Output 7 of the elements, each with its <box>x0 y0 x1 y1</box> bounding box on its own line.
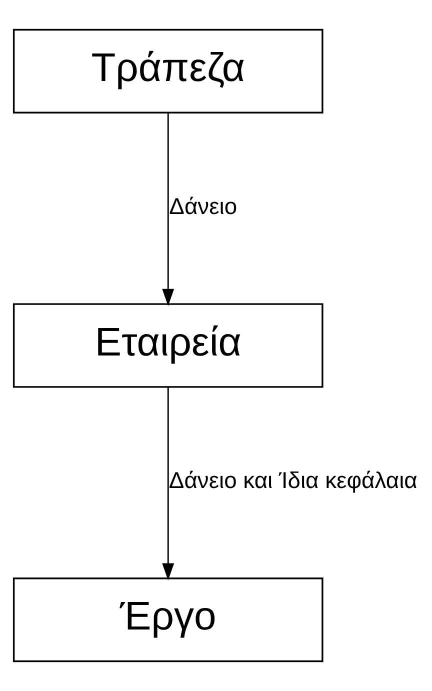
edge-label: Δάνειο <box>169 192 238 219</box>
arrow <box>162 112 174 306</box>
arrow <box>162 387 174 580</box>
edge-label: Δάνειο και Ίδια κεφάλαια <box>168 467 418 494</box>
node-box: Εταιρεία <box>12 303 324 388</box>
node-box: Τράπεζα <box>12 28 324 114</box>
node-box: Έργο <box>12 578 324 662</box>
